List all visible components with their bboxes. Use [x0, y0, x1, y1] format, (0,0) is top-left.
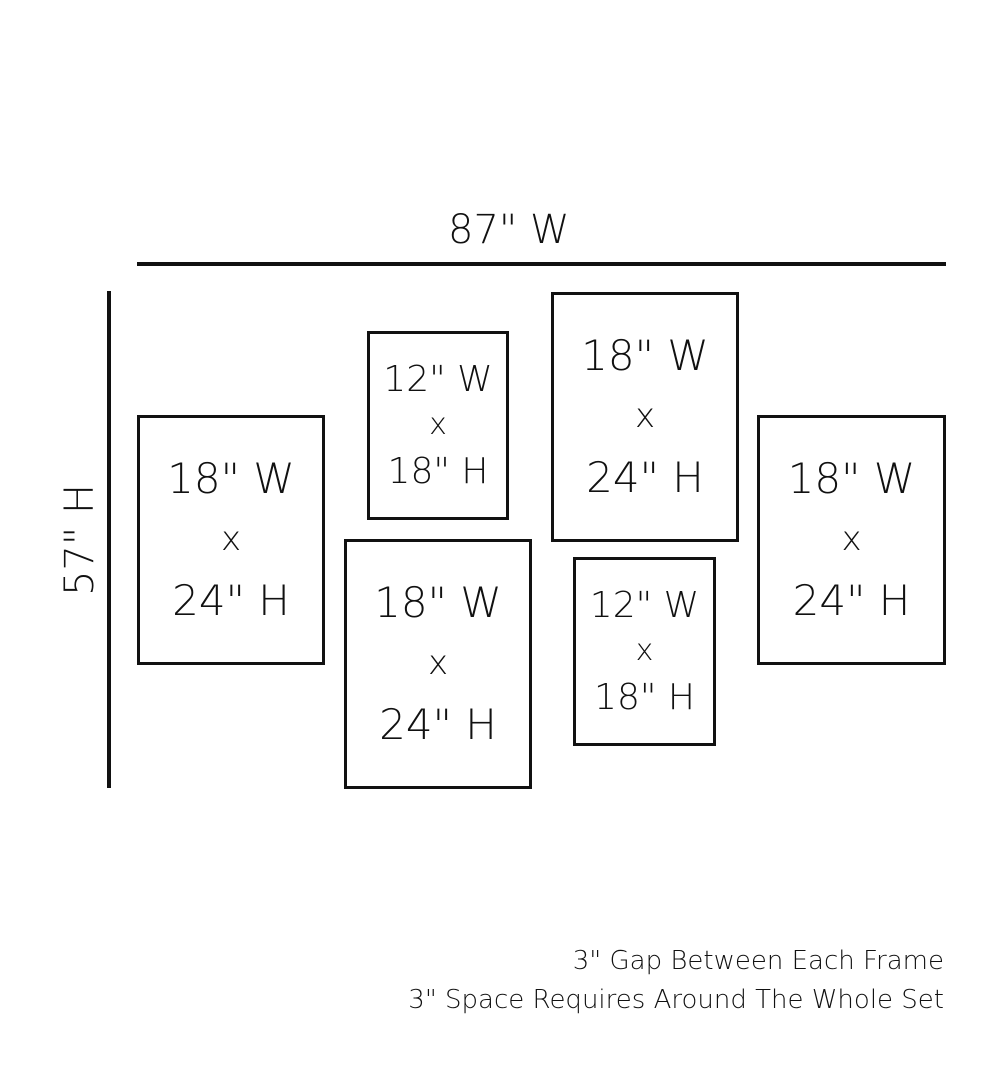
frame-right-18x24: 18" W x 24" H: [757, 415, 946, 665]
frame-height-label: 18" H: [594, 676, 695, 718]
frame-height-label: 24" H: [172, 576, 290, 625]
frame-times-symbol: x: [841, 519, 862, 559]
frame-width-label: 12" W: [383, 358, 493, 400]
frame-width-label: 18" W: [374, 578, 502, 627]
frame-width-label: 12" W: [589, 584, 700, 626]
note-space-around-set: 3" Space Requires Around The Whole Set: [408, 985, 944, 1015]
frame-left-18x24: 18" W x 24" H: [137, 415, 325, 665]
overall-width-label: 87" W: [448, 207, 570, 253]
frame-times-symbol: x: [427, 643, 449, 683]
note-gap-between-frames: 3" Gap Between Each Frame: [572, 946, 944, 976]
overall-width-line: [137, 262, 946, 266]
frame-height-label: 24" H: [379, 700, 497, 749]
frame-times-symbol: x: [220, 519, 242, 559]
frame-width-label: 18" W: [581, 331, 709, 380]
frame-lower-left-18x24: 18" W x 24" H: [344, 539, 532, 789]
overall-height-line: [107, 291, 111, 788]
frame-times-symbol: x: [635, 632, 654, 668]
frame-upper-left-12x18: 12" W x 18" H: [367, 331, 509, 520]
frame-height-label: 24" H: [586, 453, 704, 502]
frame-width-label: 18" W: [167, 454, 295, 503]
overall-height-label: 57" H: [57, 483, 103, 597]
frame-height-label: 24" H: [792, 576, 911, 625]
frame-upper-right-18x24: 18" W x 24" H: [551, 292, 739, 542]
frame-times-symbol: x: [634, 396, 656, 436]
frame-lower-right-12x18: 12" W x 18" H: [573, 557, 716, 746]
frame-height-label: 18" H: [387, 450, 489, 492]
frame-width-label: 18" W: [787, 454, 916, 503]
frame-times-symbol: x: [429, 406, 447, 442]
